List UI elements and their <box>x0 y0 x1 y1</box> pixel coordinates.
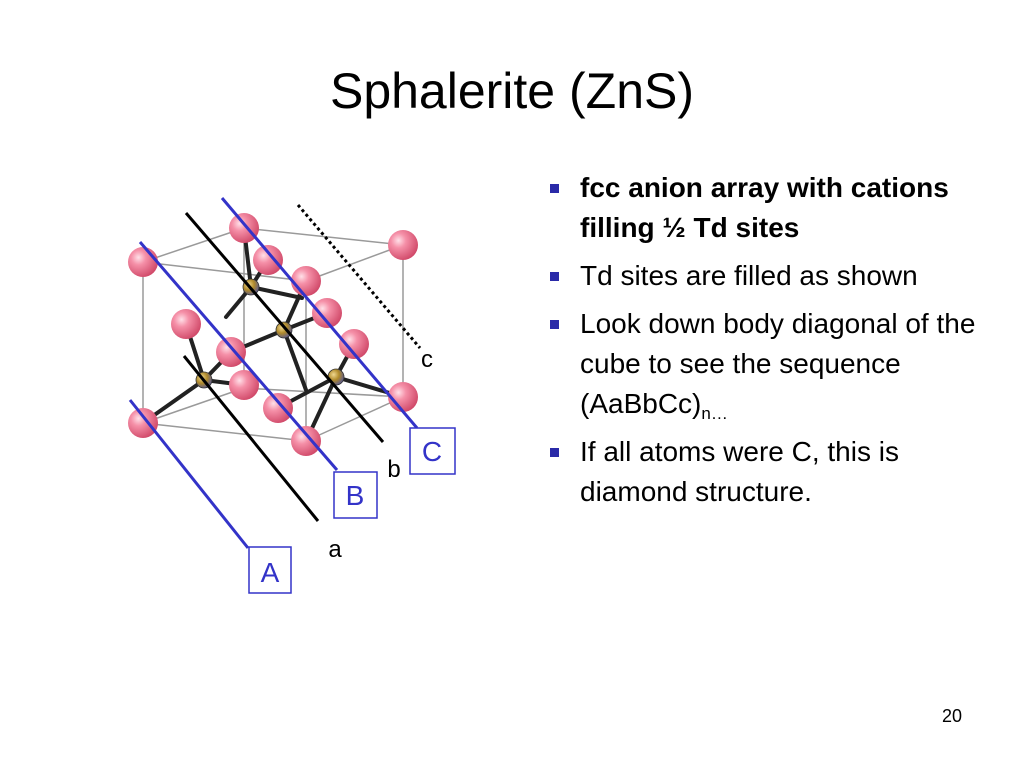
bullet-item: If all atoms were C, this is diamond str… <box>548 432 1008 512</box>
layer-label-b: b <box>387 456 400 483</box>
cation-plane-lines <box>182 212 385 522</box>
bullet-text: Td sites are filled as shown <box>580 260 918 291</box>
page-number: 20 <box>941 706 962 726</box>
bullet-text: Look down body diagonal of the cube to s… <box>580 308 976 419</box>
bullet-list: fcc anion array with cations filling ½ T… <box>548 168 1008 520</box>
bullet-text: If all atoms were C, this is diamond str… <box>580 436 899 507</box>
bullet-subscript: n… <box>701 404 728 423</box>
bullet-item: Td sites are filled as shown <box>548 256 1008 296</box>
layer-label-B: B <box>346 480 365 511</box>
unit-cell-edges <box>142 227 404 442</box>
anion-plane-lines <box>128 197 419 549</box>
layer-label-c: c <box>421 346 433 373</box>
bullet-item: Look down body diagonal of the cube to s… <box>548 304 1008 424</box>
square-bullet-icon <box>550 320 559 329</box>
layer-label-box-B: B <box>333 471 378 519</box>
bullet-item: fcc anion array with cations filling ½ T… <box>548 168 1008 248</box>
layer-label-a: a <box>328 536 342 563</box>
bullet-text: fcc anion array with cations filling ½ T… <box>580 172 949 243</box>
square-bullet-icon <box>550 448 559 457</box>
anions <box>128 213 418 456</box>
layer-label-C: C <box>422 436 442 467</box>
dotted-plane-line <box>296 204 422 349</box>
slide-title: Sphalerite (ZnS) <box>329 63 695 119</box>
square-bullet-icon <box>550 184 559 193</box>
layer-label-box-A: A <box>248 546 292 594</box>
layer-label-A: A <box>261 557 280 588</box>
square-bullet-icon <box>550 272 559 281</box>
layer-label-box-C: C <box>409 427 456 475</box>
